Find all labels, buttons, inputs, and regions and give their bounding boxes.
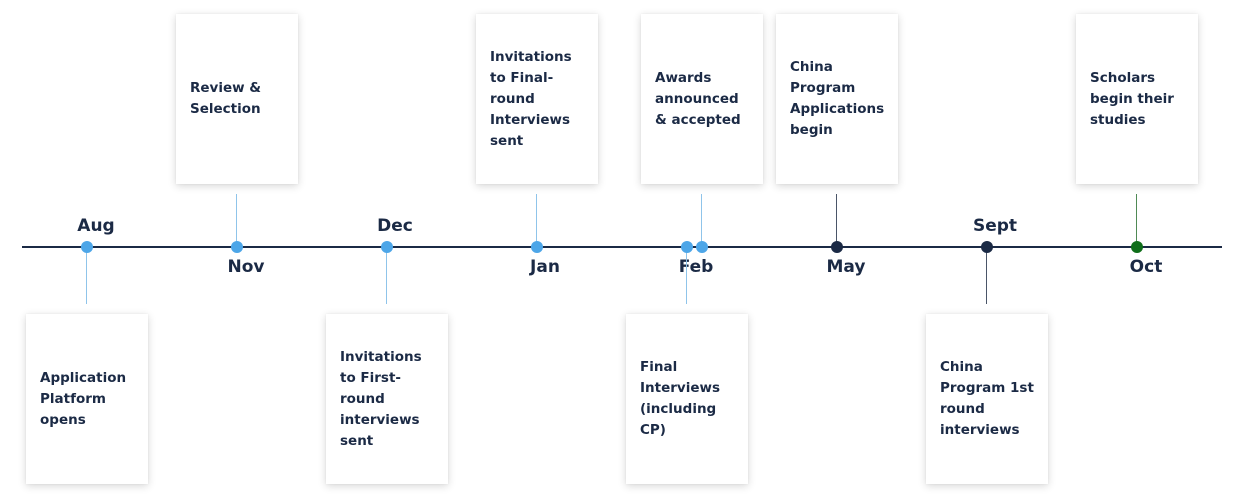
connector-review-selection — [236, 194, 237, 246]
event-card-scholars-begin: Scholars begin their studies — [1076, 14, 1198, 184]
month-label-dec: Dec — [377, 216, 413, 236]
dot-feb-awards — [696, 241, 708, 253]
event-card-review-selection: Review & Selection — [176, 14, 298, 184]
dot-oct — [1131, 241, 1143, 253]
connector-final-round-invitations — [536, 194, 537, 246]
event-card-final-interviews: Final Interviews (including CP) — [626, 314, 748, 484]
event-card-awards: Awards announced & accepted — [641, 14, 763, 184]
dot-dec — [381, 241, 393, 253]
connector-awards — [701, 194, 702, 246]
event-text: Final Interviews (including CP) — [640, 359, 720, 438]
month-label-may: May — [826, 257, 866, 277]
event-text: Review & Selection — [190, 80, 262, 117]
event-text: China Program 1st round interviews — [940, 359, 1034, 438]
timeline-axis — [22, 246, 1222, 248]
event-text: Invitations to First- round interviews s… — [340, 348, 422, 449]
month-label-jan: Jan — [530, 257, 560, 277]
dot-jan — [531, 241, 543, 253]
connector-first-round-invitations — [386, 252, 387, 304]
month-label-aug: Aug — [77, 216, 115, 236]
event-text: Application Platform opens — [40, 369, 127, 428]
event-card-final-round-invitations: Invitations to Final- round Interviews s… — [476, 14, 598, 184]
event-text: China Program Applications begin — [790, 59, 885, 138]
event-card-first-round-invitations: Invitations to First- round interviews s… — [326, 314, 448, 484]
connector-final-interviews — [686, 252, 687, 304]
dot-aug — [81, 241, 93, 253]
event-text: Scholars begin their studies — [1090, 69, 1174, 128]
dot-may — [831, 241, 843, 253]
dot-nov — [231, 241, 243, 253]
connector-china-applications — [836, 194, 837, 246]
month-label-nov: Nov — [227, 257, 265, 277]
dot-sept — [981, 241, 993, 253]
month-label-feb: Feb — [678, 257, 714, 277]
event-card-china-applications: China Program Applications begin — [776, 14, 898, 184]
connector-application-platform — [86, 252, 87, 304]
dot-feb-final-interviews — [681, 241, 693, 253]
event-text: Invitations to Final- round Interviews s… — [490, 48, 572, 149]
event-card-china-interviews: China Program 1st round interviews — [926, 314, 1048, 484]
month-label-oct: Oct — [1129, 257, 1163, 277]
event-card-application-platform: Application Platform opens — [26, 314, 148, 484]
month-label-sept: Sept — [972, 216, 1018, 236]
connector-china-interviews — [986, 252, 987, 304]
connector-scholars-begin — [1136, 194, 1137, 246]
event-text: Awards announced & accepted — [655, 69, 741, 128]
